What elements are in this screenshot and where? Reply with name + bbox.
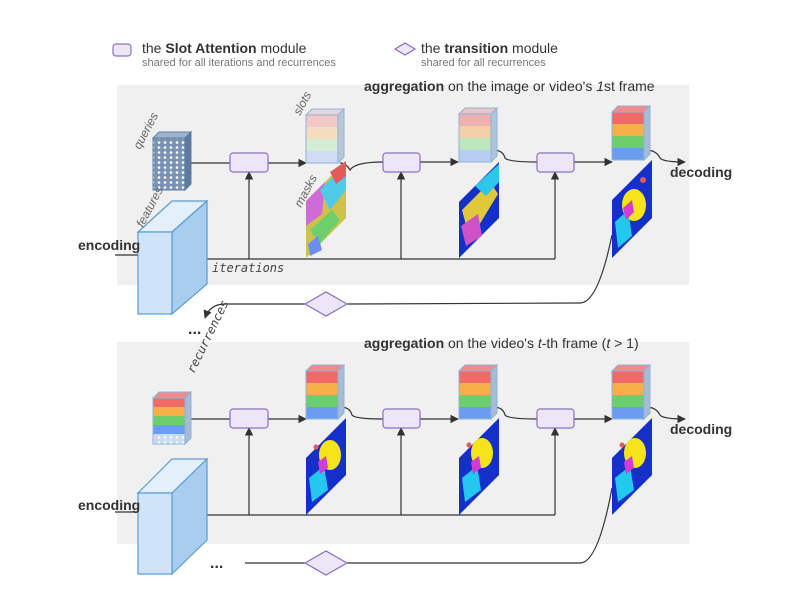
encoding-label-bottom: encoding [78, 497, 140, 513]
slots-stack-bottom-1 [304, 363, 346, 421]
masks-top-1 [306, 161, 346, 258]
transition-module-bottom [303, 550, 349, 576]
slot-attention-legend-sub: shared for all iterations and recurrence… [142, 57, 336, 69]
transition-legend-label: the transition module [421, 40, 558, 56]
slots-stack-top-1 [304, 107, 346, 165]
slots-stack-bottom-3 [610, 363, 652, 421]
slot-attention-module-bottom-3 [536, 408, 575, 429]
slot-attention-module-bottom-2 [382, 408, 421, 429]
features-block-bottom [136, 457, 209, 576]
iterations-label: iterations [212, 261, 284, 275]
ellipsis-top: ... [188, 321, 201, 338]
transition-legend-icon [393, 42, 417, 56]
slot-attention-module-bottom-1 [229, 408, 269, 429]
ellipsis-bottom: ... [210, 555, 223, 572]
masks-bottom-3 [612, 418, 652, 515]
masks-bottom-2 [459, 418, 499, 515]
encoding-label-top: encoding [78, 237, 140, 253]
decoding-label-bottom: decoding [670, 421, 732, 437]
slot-attention-module-top-1 [229, 152, 269, 173]
panel-bottom-bg [117, 342, 689, 544]
bottom-connections [115, 406, 686, 564]
slot-attention-module-top-3 [536, 152, 575, 173]
decoding-label-top: decoding [670, 164, 732, 180]
slots-stack-top-2 [457, 106, 499, 164]
legend: the Slot Attention module shared for all… [112, 40, 558, 69]
panel-top-heading: aggregation on the image or video's 1st … [364, 78, 655, 94]
panel-top-bg [117, 85, 689, 285]
slot-attention-module-top-2 [382, 152, 421, 173]
slots-stack-top-3 [610, 104, 652, 162]
top-connections [115, 149, 686, 319]
transition-module-top [303, 291, 349, 317]
panel-bottom-heading: aggregation on the video's t-th frame (t… [364, 335, 639, 351]
queries-block [151, 130, 193, 192]
slot-attention-legend-icon [112, 43, 132, 57]
transition-legend-sub: shared for all recurrences [421, 57, 546, 69]
masks-top-2 [459, 162, 499, 258]
masks-top-3 [612, 160, 652, 258]
masks-bottom-1 [306, 418, 346, 515]
incoming-slots-block [151, 390, 193, 446]
slot-attention-legend-label: the Slot Attention module [142, 40, 307, 56]
features-block-top [136, 199, 209, 316]
slots-stack-bottom-2 [457, 363, 499, 421]
